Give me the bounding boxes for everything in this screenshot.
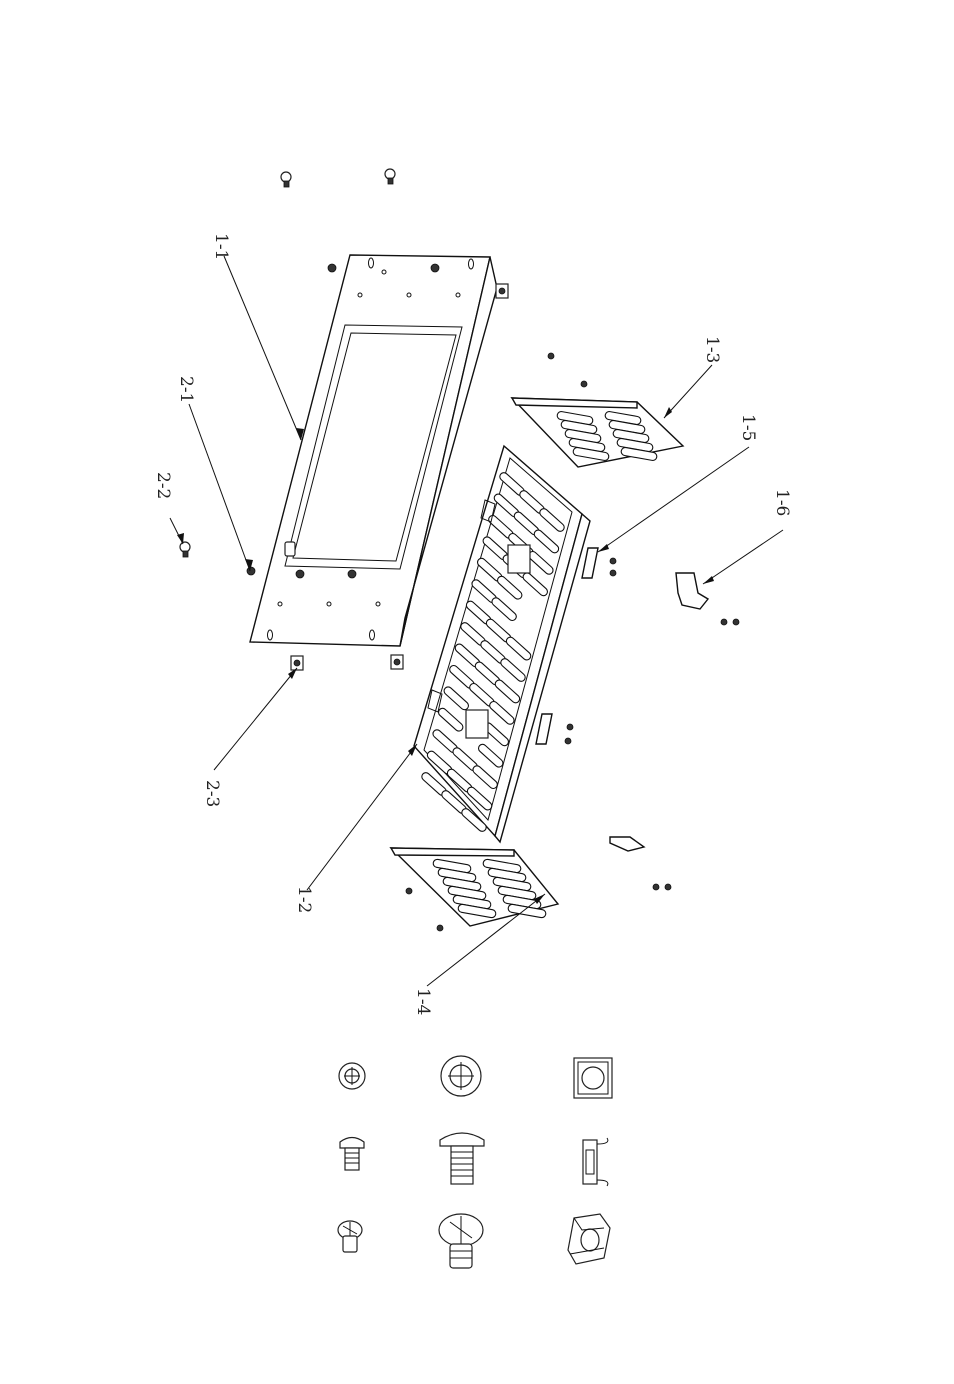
- loose-screw-left: [180, 542, 190, 557]
- small-screw-iso-view: [338, 1221, 362, 1252]
- front-frame-panel: [250, 255, 497, 646]
- bracket-lower: [610, 837, 671, 890]
- cage-nut-side-view: [583, 1138, 608, 1186]
- label-2-1: 2-1: [176, 376, 196, 403]
- large-screw-top-view: [441, 1056, 481, 1096]
- label-1-6: 1-6: [772, 489, 792, 516]
- cage-nut-bottom-right: [391, 655, 403, 669]
- loose-screw-top-right: [385, 169, 395, 184]
- label-2-2: 2-2: [153, 472, 173, 499]
- label-1-3: 1-3: [702, 336, 722, 363]
- small-screw-side-view: [340, 1138, 364, 1171]
- label-1-1: 1-1: [211, 233, 231, 260]
- small-screw-top-view: [339, 1063, 365, 1089]
- handle-clip-upper: [582, 548, 616, 578]
- large-screw-side-view: [440, 1133, 484, 1184]
- cage-nut-top-view: [574, 1058, 612, 1098]
- label-1-2: 1-2: [294, 886, 314, 913]
- cage-nut-iso-view: [568, 1214, 610, 1264]
- side-plate-top: [512, 353, 683, 467]
- cage-nut-top: [496, 284, 508, 298]
- large-screw-iso-view: [439, 1214, 483, 1268]
- label-2-3: 2-3: [202, 780, 222, 807]
- loose-screw-top-left: [281, 172, 291, 187]
- handle-clip-lower: [536, 714, 573, 744]
- label-1-5: 1-5: [738, 414, 758, 441]
- slotted-tray: [414, 446, 590, 842]
- frame-screw: [247, 567, 255, 575]
- label-1-4: 1-4: [413, 988, 433, 1015]
- cage-nut-bottom-left: [291, 656, 303, 670]
- side-plate-bottom: [391, 848, 558, 931]
